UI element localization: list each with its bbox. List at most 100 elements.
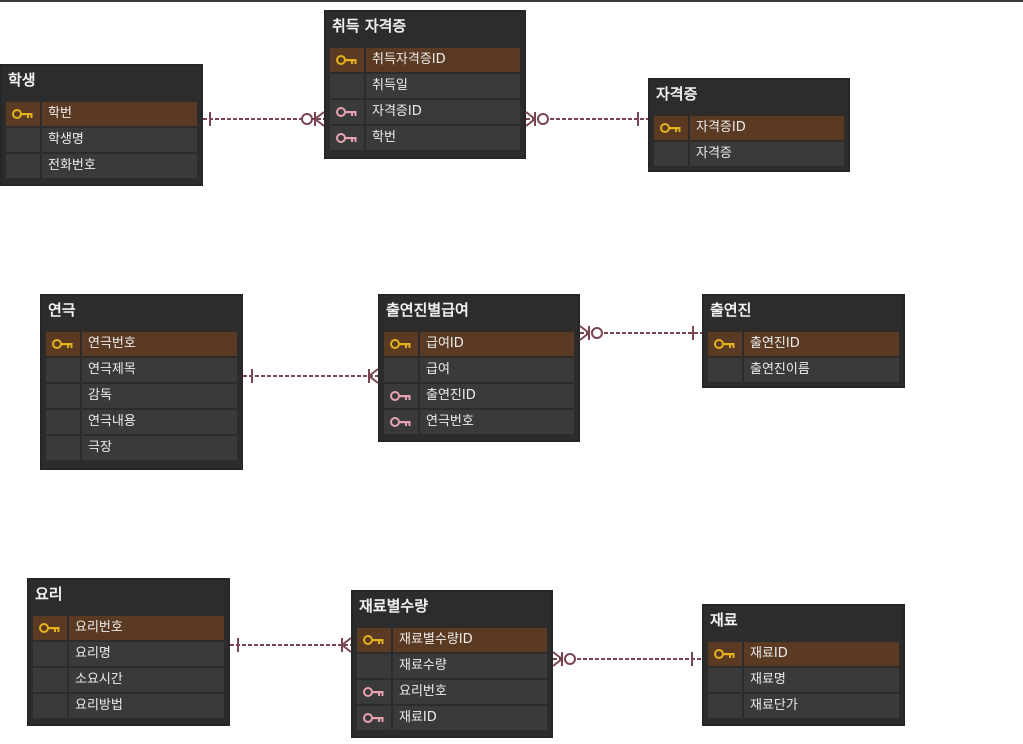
field-row[interactable]: 요리번호 [357, 680, 547, 704]
field-row[interactable]: 급여 [384, 358, 574, 382]
field-name: 소요시간 [69, 668, 224, 692]
field-name: 자격증ID [690, 116, 844, 140]
field-name: 요리번호 [393, 680, 547, 704]
field-row[interactable]: 출연진ID [708, 332, 899, 356]
table-cert[interactable]: 자격증 자격증ID 자격증 [648, 78, 850, 172]
key-cell [330, 74, 364, 98]
field-name: 연극내용 [82, 410, 237, 434]
relation-ingredient-qty-ingredient [552, 651, 702, 667]
field-row[interactable]: 요리번호 [33, 616, 224, 640]
primary-key-icon [33, 616, 67, 640]
field-row[interactable]: 자격증ID [330, 100, 520, 124]
table-title: 학생 [8, 71, 36, 89]
field-name: 급여 [420, 358, 574, 382]
foreign-key-icon [357, 680, 391, 704]
table-title: 출연진 [710, 301, 752, 319]
primary-key-icon [357, 628, 391, 652]
field-name: 연극번호 [420, 410, 574, 434]
foreign-key-icon [357, 706, 391, 730]
table-cast[interactable]: 출연진 출연진ID 출연진이름 [702, 294, 905, 388]
field-name: 전화번호 [42, 154, 197, 178]
relation-student-acquired-cert [203, 111, 325, 127]
table-cast-pay[interactable]: 출연진별급여 급여ID 급여 출연진ID 연극번호 [378, 294, 580, 442]
relation-cast-pay-cast [579, 325, 702, 341]
field-row[interactable]: 취득일 [330, 74, 520, 98]
key-cell [46, 358, 80, 382]
primary-key-icon [654, 116, 688, 140]
field-name: 출연진ID [744, 332, 899, 356]
field-row[interactable]: 학번 [6, 102, 197, 126]
field-row[interactable]: 극장 [46, 436, 237, 460]
field-name: 연극번호 [82, 332, 237, 356]
key-cell [46, 410, 80, 434]
field-row[interactable]: 자격증ID [654, 116, 844, 140]
field-name: 재료ID [744, 642, 899, 666]
table-title: 요리 [35, 585, 63, 603]
field-row[interactable]: 연극번호 [46, 332, 237, 356]
foreign-key-icon [330, 126, 364, 150]
field-row[interactable]: 출연진ID [384, 384, 574, 408]
relation-dish-ingredient-qty [230, 637, 352, 653]
key-cell [708, 358, 742, 382]
field-name: 학번 [366, 126, 520, 150]
field-row[interactable]: 급여ID [384, 332, 574, 356]
foreign-key-icon [330, 100, 364, 124]
table-acquired-cert[interactable]: 취득 자격증 취득자격증ID 취득일 자격증ID 학번 [324, 10, 526, 159]
key-cell [33, 694, 67, 718]
relation-acquired-cert-cert [525, 111, 648, 127]
field-name: 학생명 [42, 128, 197, 152]
key-cell [6, 128, 40, 152]
field-row[interactable]: 전화번호 [6, 154, 197, 178]
table-play[interactable]: 연극 연극번호 연극제목 감독 연극내용 극장 [40, 294, 243, 470]
field-row[interactable]: 연극제목 [46, 358, 237, 382]
field-row[interactable]: 자격증 [654, 142, 844, 166]
field-row[interactable]: 소요시간 [33, 668, 224, 692]
table-title: 재료 [710, 611, 738, 629]
table-title: 자격증 [656, 85, 698, 103]
key-cell [33, 642, 67, 666]
table-dish[interactable]: 요리 요리번호 요리명 소요시간 요리방법 [27, 578, 230, 726]
field-row[interactable]: 학생명 [6, 128, 197, 152]
primary-key-icon [708, 642, 742, 666]
key-cell [46, 436, 80, 460]
primary-key-icon [6, 102, 40, 126]
primary-key-icon [330, 48, 364, 72]
field-row[interactable]: 취득자격증ID [330, 48, 520, 72]
field-name: 재료ID [393, 706, 547, 730]
field-name: 출연진ID [420, 384, 574, 408]
field-row[interactable]: 재료수량 [357, 654, 547, 678]
field-name: 자격증ID [366, 100, 520, 124]
field-row[interactable]: 연극번호 [384, 410, 574, 434]
field-name: 재료수량 [393, 654, 547, 678]
table-ingredient[interactable]: 재료 재료ID 재료명 재료단가 [702, 604, 905, 726]
key-cell [46, 384, 80, 408]
field-row[interactable]: 요리방법 [33, 694, 224, 718]
table-ingredient-qty[interactable]: 재료별수량 재료별수량ID 재료수량 요리번호 재료ID [351, 590, 553, 738]
field-row[interactable]: 요리명 [33, 642, 224, 666]
table-title: 연극 [48, 301, 76, 319]
table-student[interactable]: 학생 학번 학생명 전화번호 [0, 64, 203, 186]
key-cell [708, 668, 742, 692]
primary-key-icon [708, 332, 742, 356]
key-cell [6, 154, 40, 178]
primary-key-icon [46, 332, 80, 356]
field-name: 취득자격증ID [366, 48, 520, 72]
field-row[interactable]: 감독 [46, 384, 237, 408]
field-row[interactable]: 학번 [330, 126, 520, 150]
key-cell [357, 654, 391, 678]
relation-play-cast-pay [243, 368, 379, 384]
field-row[interactable]: 연극내용 [46, 410, 237, 434]
key-cell [708, 694, 742, 718]
field-row[interactable]: 재료ID [357, 706, 547, 730]
field-name: 자격증 [690, 142, 844, 166]
field-row[interactable]: 재료ID [708, 642, 899, 666]
field-name: 재료명 [744, 668, 899, 692]
key-cell [654, 142, 688, 166]
field-row[interactable]: 재료명 [708, 668, 899, 692]
primary-key-icon [384, 332, 418, 356]
field-row[interactable]: 재료단가 [708, 694, 899, 718]
field-row[interactable]: 재료별수량ID [357, 628, 547, 652]
foreign-key-icon [384, 384, 418, 408]
table-title: 재료별수량 [359, 597, 429, 615]
field-row[interactable]: 출연진이름 [708, 358, 899, 382]
